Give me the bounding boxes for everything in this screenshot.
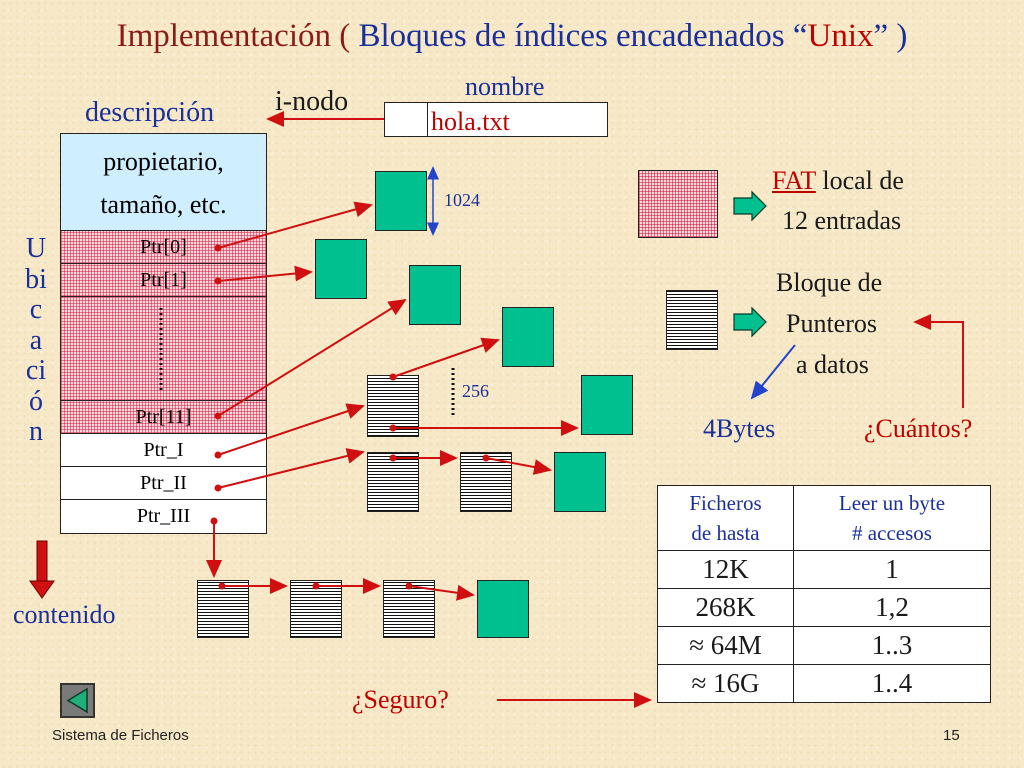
directory-entry-filename: hola.txt [431, 107, 510, 136]
fat-word: FAT [772, 166, 816, 195]
bytes-arrow [750, 344, 796, 400]
ptr-i-arrow [217, 403, 365, 456]
col1-line2: de hasta [691, 521, 760, 545]
inode-desc-line1: propietario, [103, 147, 224, 176]
cuantos-arrow [913, 314, 964, 408]
inode-ptr-gap [61, 297, 266, 401]
row-accesses: 1,2 [792, 588, 992, 627]
title-unix: Unix [807, 18, 874, 54]
pointer-block [383, 580, 435, 638]
indirect-arrow [392, 337, 500, 378]
col2-line2: # accesos [852, 521, 932, 545]
col2-line1: Leer un byte [838, 491, 946, 515]
page-title: Implementación ( Bloques de índices enca… [0, 18, 1024, 55]
pointer-block [367, 452, 419, 512]
double-indirect-arrow [485, 457, 552, 475]
row-accesses: 1..4 [792, 664, 992, 703]
inode-label: i-nodo [275, 86, 349, 117]
descripcion-label: descripción [85, 97, 215, 128]
ubicacion-vertical-label: Ubicación [24, 233, 48, 448]
down-arrow-icon [29, 540, 55, 599]
fat-legend-arrow-icon [733, 190, 767, 222]
row-size: 12K [657, 550, 794, 589]
left-arrow-nav-icon [66, 687, 88, 714]
block-size-1024: 1024 [444, 190, 480, 210]
triple-indirect-arrow [408, 584, 475, 601]
title-prefix: Implementación ( [116, 18, 359, 54]
seguro-label: ¿Seguro? [352, 685, 449, 714]
col1-line1: Ficheros [689, 491, 762, 515]
directory-entry: hola.txt [384, 102, 608, 137]
data-block [581, 375, 633, 435]
inode-table: propietario, tamaño, etc. Ptr[0] Ptr[1] … [60, 133, 267, 534]
contenido-label: contenido [13, 600, 116, 629]
row-accesses: 1 [792, 550, 992, 589]
nombre-label: nombre [465, 72, 545, 101]
title-suffix: ” ) [873, 18, 908, 54]
data-block [554, 452, 606, 512]
data-block [315, 239, 367, 299]
inode-ptr1: Ptr[1] [61, 264, 266, 297]
inode-ptr0: Ptr[0] [61, 231, 266, 264]
row-size: ≈ 16G [657, 664, 794, 703]
footer-title: Sistema de Ficheros [52, 727, 189, 744]
inode-ptr-iii: Ptr_III [136, 505, 191, 527]
data-block [375, 171, 427, 231]
directory-entry-inode-cell [385, 103, 428, 136]
inode-ptr-i: Ptr_I [61, 434, 266, 467]
data-block [502, 307, 554, 367]
fat-legend-line2: 12 entradas [782, 206, 902, 235]
inode-ptr-ii: Ptr_II [61, 467, 266, 500]
ubicacion-text: Ubicación [25, 233, 47, 447]
ptr0-arrow [217, 201, 373, 249]
fat-legend-text: FAT local de [772, 166, 904, 196]
pointer-block-legend-swatch [666, 290, 718, 350]
ptr-ii-arrow [217, 448, 365, 489]
ptr11-arrow [217, 298, 407, 417]
fat-rest: local de [815, 166, 904, 195]
inode-description: propietario, tamaño, etc. [61, 134, 266, 231]
bloque-legend-line2: Punteros [786, 309, 877, 338]
pointer-block [197, 580, 249, 638]
fat-legend-swatch [638, 170, 718, 238]
bloque-legend-line3: a datos [796, 350, 869, 379]
pointer-count-256: 256 [462, 381, 489, 401]
pointer-block [290, 580, 342, 638]
row-size: ≈ 64M [657, 626, 794, 665]
cuantos-label: ¿Cuántos? [864, 414, 973, 443]
title-middle: Bloques de índices encadenados “ [358, 18, 808, 54]
footer-page-number: 15 [943, 727, 960, 744]
inode-desc-line2: tamaño, etc. [100, 190, 227, 219]
data-block [477, 580, 529, 638]
ptr1-arrow [217, 265, 313, 282]
bytes-label: 4Bytes [703, 414, 776, 443]
access-table: Ficheros de hasta Leer un byte # accesos 1… [657, 485, 992, 703]
bloque-legend-arrow-icon [733, 306, 767, 338]
bloque-legend-line1: Bloque de [776, 268, 883, 297]
left-arrow-nav-button[interactable] [60, 683, 95, 718]
data-block [409, 265, 461, 325]
